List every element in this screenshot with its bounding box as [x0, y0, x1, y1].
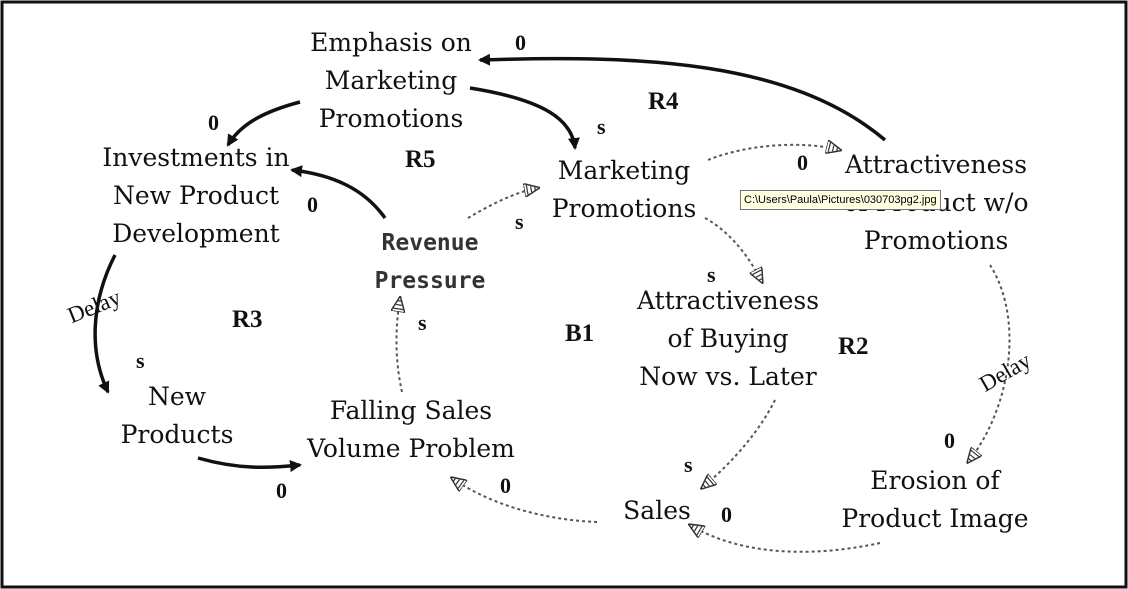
node-line: Attractiveness — [844, 150, 1028, 179]
node-falling-sales-volume-problem: Falling Sales Volume Problem — [298, 392, 524, 468]
arrow-emphasis-to-investments — [226, 100, 301, 147]
node-line: Promotions — [863, 226, 1009, 255]
polarity-investments-to-new-products: s — [136, 348, 145, 373]
file-path-tooltip: C:\Users\Paula\Pictures\030703pg2.jpg — [740, 190, 941, 210]
node-attractiveness-of-buying-now: Attractiveness of Buying Now vs. Later — [626, 282, 830, 396]
node-line: Now vs. Later — [639, 362, 817, 391]
node-sales: Sales — [612, 492, 702, 530]
polarity-revenue-to-investments: 0 — [307, 192, 318, 217]
node-line: Falling Sales — [329, 396, 493, 425]
node-attractiveness-of-product: Attractiveness of Product w/o Promotions — [836, 146, 1036, 260]
polarity-sales-to-falling-sales: 0 — [500, 473, 511, 498]
polarity-falling-sales-to-revenue: s — [418, 310, 427, 335]
arrow-marketing-to-attractiveness — [707, 145, 840, 161]
arrow-investments-to-new-products — [93, 254, 117, 394]
polarity-attractiveness-to-erosion: 0 — [944, 428, 955, 453]
polarity-marketing-to-attractiveness: 0 — [797, 150, 808, 175]
node-line: Revenue — [381, 230, 479, 256]
arrow-attractiveness-to-emphasis — [478, 53, 887, 142]
node-line: Marketing — [557, 156, 691, 185]
node-line: Attractiveness — [636, 286, 820, 315]
loop-label-r5: R5 — [405, 146, 436, 173]
arrow-revenue-to-marketing — [467, 188, 538, 219]
node-emphasis-on-marketing-promotions: Emphasis on Marketing Promotions — [300, 24, 482, 138]
loop-label-r3: R3 — [232, 306, 263, 333]
polarity-revenue-to-marketing: s — [515, 209, 524, 234]
polarity-emphasis-to-investments: 0 — [208, 110, 219, 135]
polarity-new-products-to-falling-sales: 0 — [276, 478, 287, 503]
node-line: Products — [120, 420, 234, 449]
node-line: Development — [112, 219, 280, 248]
node-line: Investments in — [102, 143, 290, 172]
loop-label-r2: R2 — [838, 333, 869, 360]
loop-label-r4: R4 — [648, 88, 679, 115]
arrow-erosion-to-sales — [690, 525, 881, 553]
arrow-marketing-to-buying — [704, 217, 762, 282]
polarity-attractiveness-to-emphasis: 0 — [515, 30, 526, 55]
node-new-products: New Products — [112, 378, 242, 454]
polarity-marketing-to-buying: s — [707, 262, 716, 287]
node-line: New — [147, 382, 207, 411]
node-marketing-promotions: Marketing Promotions — [540, 152, 708, 228]
loop-label-b1: B1 — [565, 320, 595, 347]
node-line: of Buying — [667, 324, 789, 353]
node-investments-in-new-product-development: Investments in New Product Development — [92, 139, 300, 253]
arrow-revenue-to-investments — [290, 165, 387, 220]
node-revenue-pressure: Revenue Pressure — [360, 224, 500, 300]
node-line: Pressure — [374, 268, 486, 294]
node-line: Sales — [623, 496, 691, 525]
arrow-buying-to-sales — [702, 399, 776, 488]
node-line: Marketing — [324, 66, 458, 95]
arrow-emphasis-to-marketing — [469, 86, 580, 150]
arrow-falling-sales-to-revenue — [396, 298, 402, 393]
node-line: Promotions — [551, 194, 697, 223]
node-line: New Product — [113, 181, 279, 210]
node-erosion-of-product-image: Erosion of Product Image — [832, 462, 1038, 538]
node-line: Volume Problem — [307, 434, 515, 463]
node-line: Emphasis on — [310, 28, 472, 57]
polarity-emphasis-to-marketing: s — [597, 114, 606, 139]
node-line: Product Image — [841, 504, 1029, 533]
node-line: Promotions — [318, 104, 464, 133]
arrow-sales-to-falling-sales — [452, 478, 598, 523]
polarity-erosion-to-sales: 0 — [721, 502, 732, 527]
arrow-attractiveness-to-erosion — [968, 264, 1011, 462]
node-line: Erosion of — [870, 466, 1000, 495]
polarity-buying-to-sales: s — [684, 452, 693, 477]
arrow-new-products-to-falling-sales — [197, 456, 302, 472]
